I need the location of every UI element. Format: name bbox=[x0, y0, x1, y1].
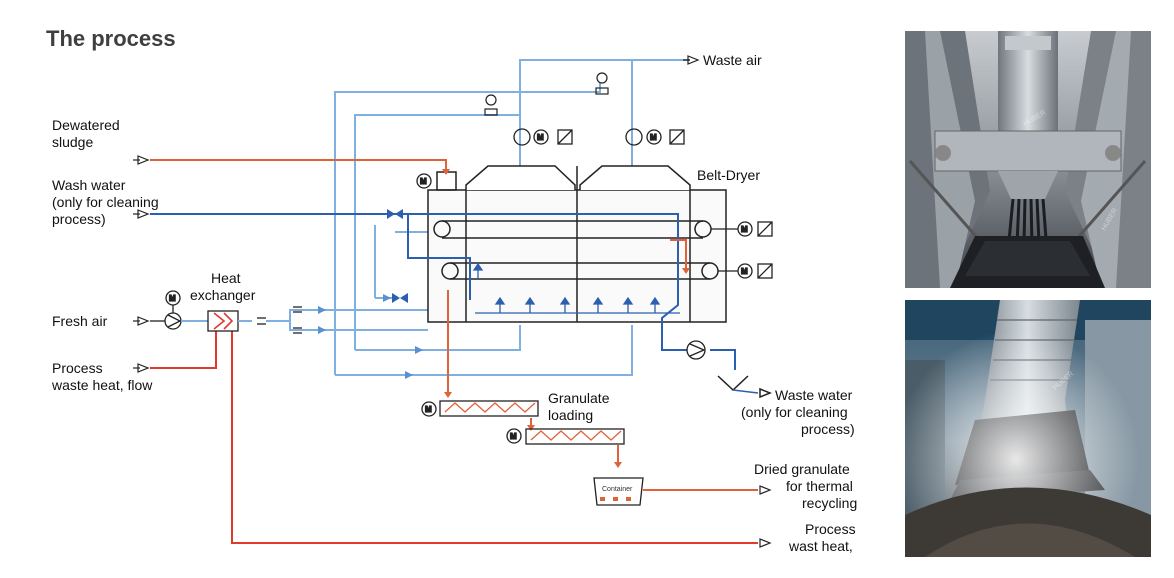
label-process-heat-in-1: Process bbox=[52, 360, 103, 376]
dried-granulate-outlet: Dried granulate for thermal recycling bbox=[754, 461, 857, 511]
process-diagram: Waste air M M bbox=[51, 52, 857, 554]
label-dried-granulate-3: recycling bbox=[802, 495, 857, 511]
label-dewatered-sludge-1: Dewatered bbox=[52, 117, 120, 133]
waste-water-label: Waste water (only for cleaning process) bbox=[741, 387, 855, 437]
top-sensors bbox=[484, 72, 609, 116]
heat-line bbox=[150, 330, 758, 544]
belt-dryer bbox=[427, 165, 727, 323]
motor-icon: M bbox=[425, 405, 432, 414]
label-process-heat-in-2: waste heat, flow bbox=[51, 377, 153, 393]
label-dried-granulate-2: for thermal bbox=[786, 478, 853, 494]
label-waste-water-1: Waste water bbox=[775, 387, 853, 403]
gauge-icon-1 bbox=[596, 72, 608, 84]
page-title: The process bbox=[46, 26, 176, 51]
wash-water-line bbox=[150, 213, 736, 370]
motor-icon: M bbox=[420, 177, 427, 186]
photo-granulate-discharge: HUBER bbox=[905, 300, 1151, 557]
process-heat-outlet: Process wast heat, bbox=[759, 521, 856, 554]
motor-icon: M bbox=[169, 294, 176, 303]
heat-exchanger bbox=[207, 306, 302, 334]
sludge-line bbox=[150, 159, 758, 491]
label-waste-water-2: (only for cleaning bbox=[741, 404, 848, 420]
motor-icon: M bbox=[537, 133, 544, 142]
waste-air-outlet: Waste air bbox=[683, 52, 762, 68]
label-waste-air: Waste air bbox=[703, 52, 762, 68]
label-container: Container bbox=[602, 486, 633, 493]
motor-icon: M bbox=[741, 267, 748, 276]
heat-exchanger-label: Heat exchanger bbox=[190, 270, 256, 303]
label-dried-granulate-1: Dried granulate bbox=[754, 461, 850, 477]
sludge-arrows bbox=[442, 169, 690, 468]
label-waste-water-3: process) bbox=[801, 421, 855, 437]
label-wash-water-3: process) bbox=[52, 211, 106, 227]
exhaust-fan-2: M bbox=[625, 128, 685, 146]
label-granulate-loading-1: Granulate bbox=[548, 390, 610, 406]
label-heat-exchanger-2: exchanger bbox=[190, 287, 256, 303]
label-wash-water-1: Wash water bbox=[52, 177, 126, 193]
label-dewatered-sludge-2: sludge bbox=[52, 134, 93, 150]
motor-icon: M bbox=[650, 133, 657, 142]
gauge-icon-2 bbox=[485, 94, 497, 106]
waste-water-drain bbox=[717, 375, 773, 399]
feeder-motor: M bbox=[416, 173, 432, 189]
dryer-label: Belt-Dryer bbox=[697, 167, 760, 183]
photo-dryer-feeder: HUBER HUBER bbox=[905, 31, 1151, 288]
air-arrows bbox=[318, 294, 423, 379]
screw-conveyor-1: M bbox=[421, 400, 539, 417]
belt-drive-2: M bbox=[718, 263, 773, 279]
label-wash-water-2: (only for cleaning bbox=[52, 194, 159, 210]
input-labels: Dewatered sludge Wash water (only for cl… bbox=[51, 117, 159, 393]
air-nozzles bbox=[472, 262, 680, 314]
motor-icon: M bbox=[741, 225, 748, 234]
label-granulate-loading-2: loading bbox=[548, 407, 593, 423]
motor-icon: M bbox=[510, 432, 517, 441]
exhaust-fan-1: M bbox=[513, 128, 573, 146]
waste-water-pump bbox=[686, 340, 706, 360]
label-process-heat-out-1: Process bbox=[805, 521, 856, 537]
fresh-air-fan: M bbox=[150, 290, 208, 330]
granulate-loading-label: Granulate loading bbox=[548, 390, 610, 423]
label-process-heat-out-2: wast heat, bbox=[788, 538, 853, 554]
label-fresh-air: Fresh air bbox=[52, 313, 108, 329]
screw-conveyor-2: M bbox=[506, 428, 625, 445]
wash-valves bbox=[387, 209, 408, 303]
label-heat-exchanger-1: Heat bbox=[211, 270, 241, 286]
belt-drive-1: M bbox=[711, 221, 773, 237]
label-belt-dryer: Belt-Dryer bbox=[697, 167, 760, 183]
input-arrows bbox=[133, 155, 150, 373]
container: Container bbox=[593, 477, 644, 506]
